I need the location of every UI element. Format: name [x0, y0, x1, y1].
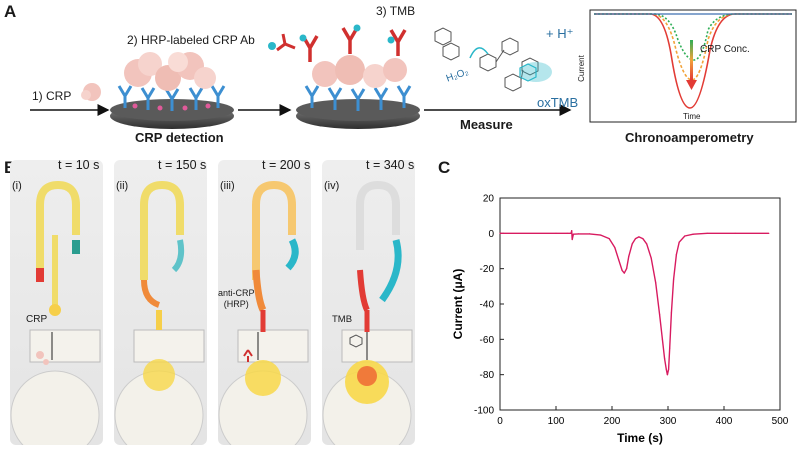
caption-measure: Measure: [460, 117, 513, 132]
data-point-35: [684, 235, 686, 237]
x-tick-label-1: 100: [548, 416, 565, 427]
data-point-38: [734, 232, 736, 234]
hplus-label: + H⁺: [546, 26, 574, 41]
concentration-arrow: [690, 40, 693, 80]
data-point-17: [631, 243, 633, 245]
data-point-16: [628, 255, 630, 257]
chip-iv-time: t = 340 s: [366, 158, 415, 172]
data-point-27: [665, 368, 667, 370]
y-tick-label-3: -40: [480, 300, 495, 311]
chip-i-note: CRP: [26, 314, 48, 325]
data-point-1: [555, 232, 557, 234]
data-point-19: [638, 236, 640, 238]
y-tick-label-4: -60: [480, 335, 495, 346]
data-point-13: [621, 269, 623, 272]
chip-iv: [322, 160, 415, 445]
chip-iii: [218, 160, 311, 445]
y-tick-label-2: -20: [480, 264, 495, 275]
chip-iii-note: anti-CRP(HRP): [218, 288, 255, 309]
data-point-12: [618, 259, 620, 261]
data-point-23: [655, 282, 657, 284]
current-trace: [500, 230, 769, 376]
data-point-11: [614, 246, 616, 249]
caption-chronoamperometry: Chronoamperometry: [625, 130, 754, 145]
chip-i-time: t = 10 s: [58, 158, 100, 172]
data-point-26: [664, 358, 666, 360]
y-axis-label: Current (μA): [451, 269, 465, 340]
panel-a-schematic: [30, 9, 797, 129]
x-tick-label-5: 500: [772, 416, 789, 427]
x-tick-label-4: 400: [716, 416, 733, 427]
x-axis-label: Time (s): [617, 431, 663, 445]
chip-ii: [114, 160, 207, 445]
data-point-20: [642, 238, 644, 240]
step-3-label: 3) TMB: [376, 4, 416, 18]
crp-clusters-disk-1: [124, 52, 216, 91]
data-point-34: [678, 241, 680, 243]
y-tick-label-1: 0: [488, 229, 494, 240]
chip-iii-graphic: [218, 180, 309, 445]
chip-i-label: (i): [12, 180, 22, 192]
oxtmb-label: oxTMB: [537, 95, 579, 110]
x-tick-label-3: 300: [660, 416, 677, 427]
panel-a-letter: A: [4, 2, 17, 21]
inset-curve-high: [594, 13, 792, 109]
data-point-33: [675, 253, 677, 256]
inset-curve-mid: [594, 13, 792, 81]
inset-xlabel: Time: [683, 112, 701, 121]
data-point-4: [571, 230, 573, 232]
data-point-36: [692, 233, 694, 235]
reaction-arrow: [469, 47, 489, 59]
chip-iii-time: t = 200 s: [262, 158, 311, 172]
chip-ii-label: (ii): [116, 180, 129, 192]
y-tick-label-0: 20: [483, 194, 495, 205]
data-point-28: [666, 374, 669, 376]
chip-iv-graphic: [322, 180, 413, 445]
antibodies-disk-1: [117, 85, 226, 111]
data-point-10: [608, 238, 610, 240]
chip-iv-label: (iv): [324, 180, 340, 192]
data-point-21: [646, 243, 648, 245]
hrp-antibody-icon: [276, 33, 296, 52]
data-point-22: [650, 257, 652, 259]
y-tick-label-6: -100: [474, 406, 494, 417]
data-point-24: [659, 314, 661, 316]
x-tick-label-0: 0: [497, 416, 503, 427]
data-point-3: [570, 232, 572, 234]
chip-ii-graphic: [114, 180, 205, 445]
data-point-15: [625, 268, 628, 270]
y-tick-label-5: -80: [480, 370, 495, 381]
inset-ylabel: Current: [576, 55, 586, 82]
data-point-0: [499, 232, 501, 234]
data-point-32: [673, 278, 675, 280]
chip-ii-time: t = 150 s: [158, 158, 207, 172]
chip-i-graphic: [10, 180, 101, 445]
chip-iv-note: TMB: [332, 314, 353, 325]
data-point-37: [706, 232, 708, 234]
data-point-39: [768, 232, 770, 234]
panel-c-letter: C: [438, 158, 451, 177]
caption-crp-detection: CRP detection: [135, 130, 224, 145]
chip-i: [10, 160, 103, 445]
x-tick-label-2: 200: [604, 416, 621, 427]
data-point-9: [600, 234, 602, 236]
data-point-6: [572, 233, 574, 235]
data-point-29: [667, 368, 670, 370]
data-point-8: [589, 233, 591, 235]
step-2-label: 2) HRP-labeled CRP Ab: [127, 33, 255, 47]
step-1-label: 1) CRP: [32, 89, 72, 103]
chip-iii-label: (iii): [220, 180, 235, 192]
data-point-7: [577, 233, 579, 235]
data-point-31: [670, 312, 672, 314]
data-point-30: [669, 347, 671, 349]
inset-arrow-label: CRP Conc.: [700, 44, 750, 55]
data-point-5: [571, 238, 573, 241]
data-point-18: [634, 238, 637, 240]
data-point-2: [566, 232, 568, 234]
plot-frame: [499, 197, 781, 411]
data-point-25: [661, 338, 663, 340]
data-point-14: [623, 272, 625, 274]
inset-curve-low: [594, 13, 792, 61]
